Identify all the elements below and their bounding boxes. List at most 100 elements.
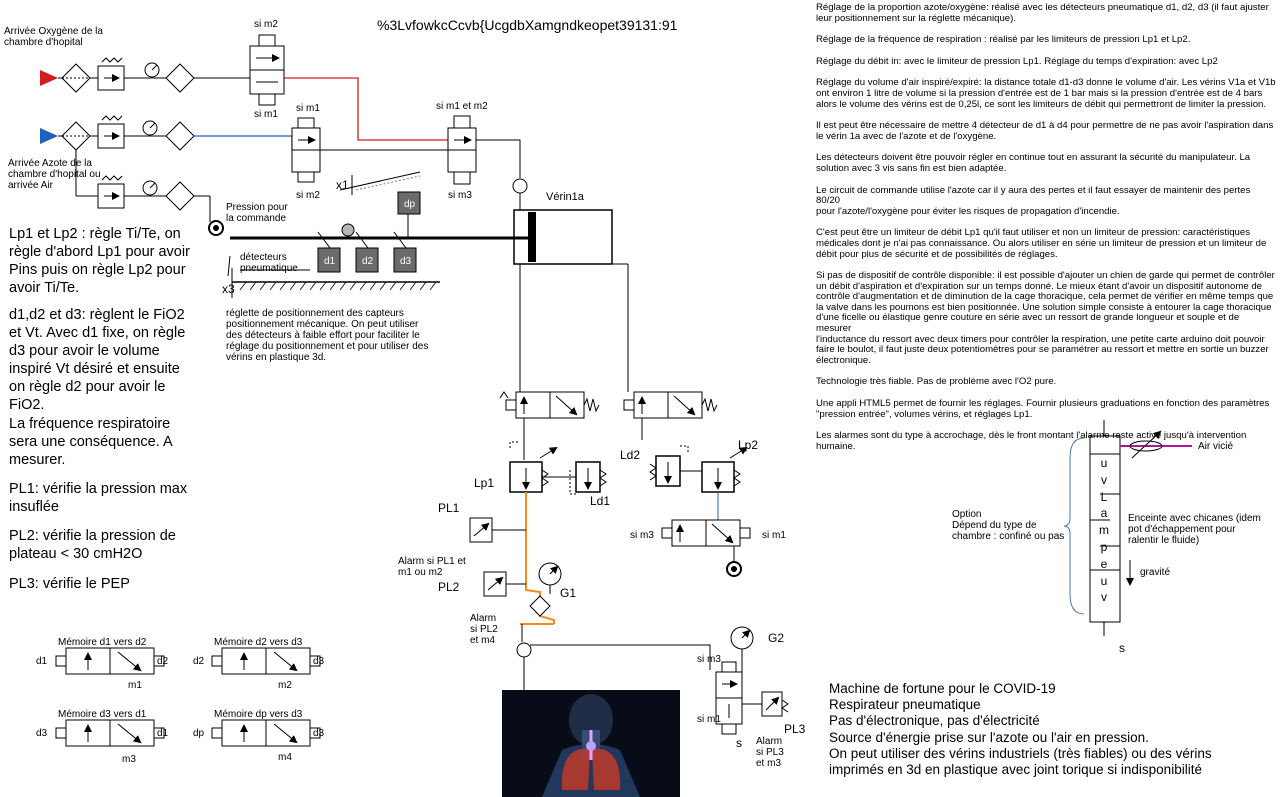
right-note-7: Le circuit de commande utilise l'azote c… xyxy=(816,184,1251,217)
label-sim1-exhaust: si m1 xyxy=(697,714,721,725)
label-sim3-mid: si m3 xyxy=(630,530,654,541)
label-d3: d3 xyxy=(400,256,412,267)
memory-out-m2: m2 xyxy=(278,680,292,691)
limiter-lp1 xyxy=(509,418,558,493)
pressure-switch-pl3 xyxy=(761,691,789,717)
note-d1-d2-d3: d1,d2 et d3: règlent le FiO2 et Vt. Avec… xyxy=(9,307,186,413)
valve-mid-sim1 xyxy=(291,117,321,183)
lamp-letter: u xyxy=(1100,573,1108,588)
label-x3: x3 xyxy=(222,282,235,296)
label-sim3-top: si m3 xyxy=(448,190,472,201)
detector-d2 xyxy=(355,247,379,273)
label-d1: d1 xyxy=(324,256,336,267)
supply-row-azote xyxy=(61,115,211,222)
lamp-letter: m xyxy=(1099,523,1109,538)
right-note-4: Réglage du volume d'air inspiré/expiré: … xyxy=(816,77,1276,110)
memory-title-m3: Mémoire d3 vers d1 xyxy=(58,709,147,720)
label-pl2: PL2 xyxy=(438,580,460,594)
label-sim2-mid: si m2 xyxy=(296,190,320,201)
oxygen-inlet-arrow xyxy=(40,70,58,86)
azote-line xyxy=(194,135,293,150)
valve-top-sim2 xyxy=(249,34,285,106)
label-gravite: gravité xyxy=(1140,567,1171,578)
lamp-letters: u v L a m p e u v xyxy=(1096,455,1112,606)
memory-block-m3 xyxy=(55,719,165,747)
label-option: Option Dépend du type de chambre : confi… xyxy=(952,509,1065,542)
right-note-9: Si pas de dispositif de contrôle disponi… xyxy=(816,270,1275,366)
supply-row-oxygen xyxy=(61,57,250,93)
pressure-switch-pl2 xyxy=(483,571,526,597)
detector-dp xyxy=(397,191,421,215)
note-pl1: PL1: vérifie la pression max insuflée xyxy=(9,481,188,515)
memory-left-m1: d1 xyxy=(36,656,48,667)
lamp-letter: p xyxy=(1100,539,1108,554)
label-lp1: Lp1 xyxy=(474,476,495,490)
right-note-6: Les détecteurs doivent être pouvoir régl… xyxy=(816,152,1251,174)
memory-block-m2 xyxy=(211,647,321,675)
lamp-letter: v xyxy=(1101,472,1107,487)
note-lp1-lp2: Lp1 et Lp2 : règle Ti/Te, on règle d'abo… xyxy=(9,226,190,296)
limiter-ld1 xyxy=(569,461,607,495)
label-lp2: Lp2 xyxy=(738,438,759,452)
label-d2: d2 xyxy=(362,256,374,267)
label-alarm-pl3: Alarm si PL3 et m3 xyxy=(756,736,784,769)
oxygen-inlet-label: Arrivée Oxygène de la chambre d'hopital xyxy=(4,26,103,48)
memory-right-m3: d1 xyxy=(157,728,169,739)
lungs-icon xyxy=(502,690,680,797)
right-note-5: Il est peut être nécessaire de mettre 4 … xyxy=(816,120,1274,142)
lamp-letter: a xyxy=(1100,506,1108,521)
azote-inlet-arrow xyxy=(40,128,58,144)
label-enceinte: Enceinte avec chicanes (idem pot d'échap… xyxy=(1128,513,1261,546)
lamp-letter: v xyxy=(1101,590,1107,605)
command-pressure-label: Pression pour la commande xyxy=(226,202,288,224)
memory-block-m4 xyxy=(211,719,321,747)
right-note-1: Réglage de la proportion azote/oxygène: … xyxy=(816,2,1269,24)
label-dp: dp xyxy=(404,199,416,210)
valve-lp1-control xyxy=(499,391,600,419)
right-note-8: C'est peut être un limiteur de débit Lp1… xyxy=(816,227,1267,260)
azote-inlet-label: Arrivée Azote de la chambre d'hopital ou… xyxy=(8,158,101,191)
label-pl3: PL3 xyxy=(784,722,806,736)
label-sim1-right: si m1 xyxy=(762,530,786,541)
label-air-vicie: Air vicié xyxy=(1198,441,1234,452)
note-pl3: PL3: vérifie le PEP xyxy=(9,576,130,592)
label-g1: G1 xyxy=(560,586,577,600)
lamp-letter: u xyxy=(1100,456,1108,470)
memory-right-m2: d3 xyxy=(313,656,325,667)
right-note-12: Les alarmes sont du type à accrochage, d… xyxy=(816,430,1247,452)
note-pl2: PL2: vérifie la pression de plateau < 30… xyxy=(9,528,176,562)
reglette-description: réglette de positionnement des capteurs … xyxy=(226,308,429,363)
memory-out-m3: m3 xyxy=(122,754,136,765)
limiter-lp2 xyxy=(701,446,748,493)
memory-left-m2: d2 xyxy=(193,656,205,667)
label-sim3-exhaust: si m3 xyxy=(697,654,721,665)
memory-right-m4: d3 xyxy=(313,728,325,739)
right-note-11: Une appli HTML5 permet de fournir les ré… xyxy=(816,398,1270,420)
memory-block-m1 xyxy=(55,647,165,675)
label-s-exhaust: s xyxy=(736,736,742,750)
memory-title-m2: Mémoire d2 vers d3 xyxy=(214,637,303,648)
lamp-letter: e xyxy=(1100,556,1108,571)
valve-sim1m2 xyxy=(447,115,477,185)
valve-sim3-sim1-exhaust xyxy=(715,661,743,735)
label-ld2: Ld2 xyxy=(620,448,641,462)
label-g2: G2 xyxy=(768,631,785,645)
label-sim1-top: si m1 xyxy=(254,109,278,120)
memory-out-m1: m1 xyxy=(128,680,142,691)
limiter-ld2 xyxy=(649,445,689,487)
pressure-switch-pl1 xyxy=(469,517,526,543)
lamp-letter: L xyxy=(1100,489,1108,504)
document-title: %3LvfowkcCcvb{UcgdbXamgndkeopet39131:91 xyxy=(377,17,678,33)
lungs-illustration xyxy=(502,690,680,797)
label-verin1a: Vérin1a xyxy=(546,191,584,203)
valve-sim3-sim1 xyxy=(661,519,751,547)
label-detecteurs: détecteurs pneumatique xyxy=(240,252,298,274)
label-alarm-pl1: Alarm si PL1 et m1 ou m2 xyxy=(398,556,466,578)
label-pl1: PL1 xyxy=(438,501,460,515)
right-note-10: Technologie très fiable. Pas de problème… xyxy=(816,376,1057,388)
summary-text: Machine de fortune pour le COVID-19 Resp… xyxy=(829,681,1212,778)
right-note-3: Réglage du débit in: avec le limiteur de… xyxy=(816,55,1218,67)
label-sim1-mid: si m1 xyxy=(296,103,320,114)
memory-left-m3: d3 xyxy=(36,728,48,739)
right-note-2: Réglage de la fréquence de respiration :… xyxy=(816,34,1191,46)
